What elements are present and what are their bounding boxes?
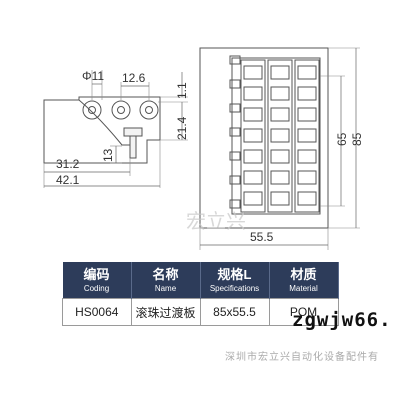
cell-name: 滚珠过渡板 bbox=[130, 298, 201, 326]
roller-cell bbox=[243, 170, 263, 185]
front-view bbox=[199, 47, 360, 250]
roller-cell bbox=[243, 128, 263, 143]
dim-phi11: Φ11 bbox=[82, 69, 104, 83]
dim-31-2: 31.2 bbox=[56, 157, 80, 171]
side-view bbox=[43, 70, 188, 188]
roller-column bbox=[267, 59, 293, 213]
roller-column bbox=[294, 59, 320, 213]
roller-cell bbox=[243, 107, 263, 122]
site-watermark: zgwjw66. bbox=[292, 309, 392, 331]
roller-cell bbox=[297, 170, 317, 185]
dim-42-1: 42.1 bbox=[56, 173, 80, 187]
roller-cell bbox=[297, 149, 317, 164]
roller-cell bbox=[270, 65, 290, 80]
roller-cell bbox=[297, 86, 317, 101]
roller-cell bbox=[270, 128, 290, 143]
roller-cell bbox=[270, 86, 290, 101]
table-row: HS0064 滚珠过渡板 85x55.5 POM bbox=[62, 298, 339, 326]
roller-cell bbox=[297, 107, 317, 122]
roller-cell bbox=[297, 65, 317, 80]
roller-grid bbox=[240, 59, 320, 213]
roller-circle bbox=[82, 100, 102, 120]
dim-21-4: 21.4 bbox=[175, 116, 189, 140]
roller-cell bbox=[270, 191, 290, 206]
roller-cell bbox=[243, 149, 263, 164]
cell-specifications: 85x55.5 bbox=[199, 298, 270, 326]
dim-12-6: 12.6 bbox=[122, 71, 146, 85]
dim-1-1: 1.1 bbox=[175, 82, 189, 99]
roller-column bbox=[240, 59, 266, 213]
company-watermark: 深圳市宏立兴自动化设备配件有 bbox=[225, 352, 379, 363]
roller-circle bbox=[139, 100, 159, 120]
dim-65: 65 bbox=[335, 132, 349, 146]
roller-cell bbox=[297, 128, 317, 143]
roller-cell bbox=[270, 107, 290, 122]
dim-13: 13 bbox=[101, 148, 115, 162]
roller-cell bbox=[297, 191, 317, 206]
roller-cell bbox=[270, 149, 290, 164]
roller-cell bbox=[243, 86, 263, 101]
edge-tabs bbox=[229, 55, 241, 209]
ghost-watermark: 宏立兴 bbox=[186, 211, 246, 233]
roller-cell bbox=[243, 191, 263, 206]
roller-cell bbox=[243, 65, 263, 80]
dim-85: 85 bbox=[350, 132, 364, 146]
dim-55-5: 55.5 bbox=[250, 230, 274, 244]
cell-coding: HS0064 bbox=[62, 298, 132, 326]
roller-circle bbox=[111, 100, 131, 120]
cell-material: POM bbox=[268, 298, 339, 326]
roller-cell bbox=[270, 170, 290, 185]
